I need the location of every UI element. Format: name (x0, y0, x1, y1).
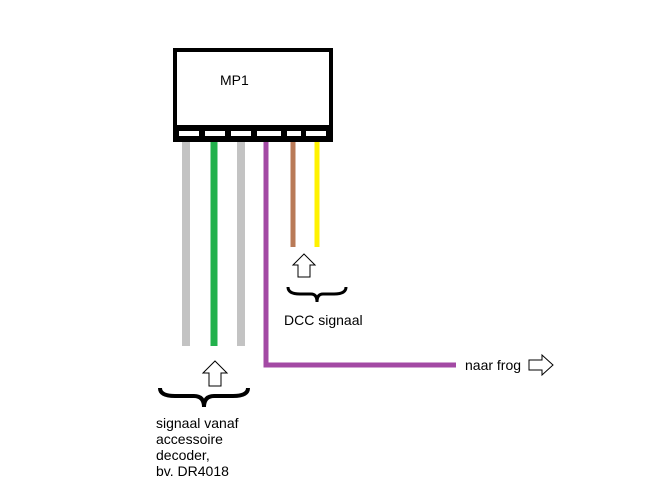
accessory-brace-icon (158, 387, 250, 408)
accessory-arrow-icon (201, 360, 229, 387)
accessory-label-line: signaal vanaf (156, 415, 239, 431)
accessory-label-line: accessoire (156, 431, 223, 447)
dcc-signal-label: DCC signaal (284, 312, 363, 328)
connector-pin (306, 131, 326, 136)
frog-label: naar frog (465, 357, 522, 373)
frog-arrow-icon (528, 353, 554, 377)
module-label: MP1 (220, 72, 249, 88)
dcc-arrow-icon (291, 253, 317, 278)
connector-pin (179, 131, 199, 136)
accessory-signal-label: signaal vanaf accessoire decoder, bv. DR… (156, 415, 239, 479)
connector-pin (257, 131, 281, 136)
connector-pin (287, 131, 301, 136)
connector-pins (179, 131, 326, 136)
dcc-brace-icon (286, 286, 348, 303)
connector-pin (205, 131, 225, 136)
frog-wire (263, 142, 456, 368)
accessory-label-line: decoder, (156, 447, 210, 463)
connector-pin (231, 131, 251, 136)
accessory-label-line: bv. DR4018 (156, 463, 229, 479)
connector-strip (175, 125, 331, 140)
